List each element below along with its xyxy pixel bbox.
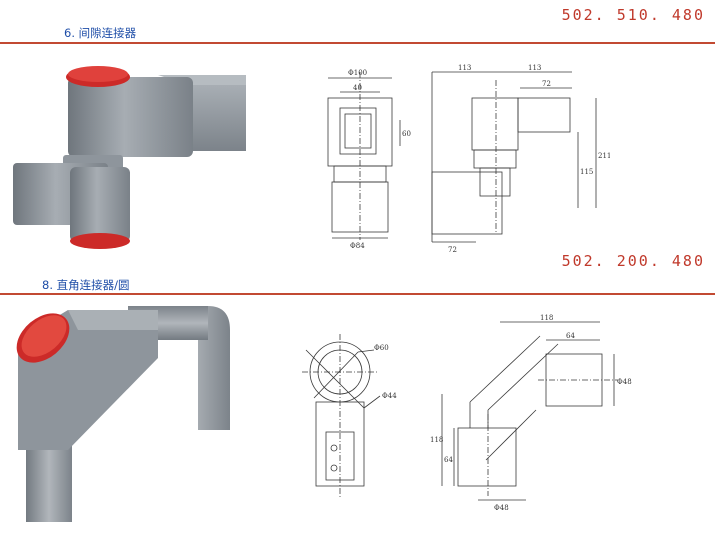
dim-label: 40: [353, 84, 362, 92]
section-title-1: 6. 间隙连接器: [64, 26, 137, 40]
section-divider-1: [0, 42, 715, 44]
section-title-2: 8. 直角连接器/圆: [42, 278, 130, 292]
gap-connector-front-view: Φ100 40 60 Φ84: [327, 69, 411, 250]
dim-label: 118: [540, 314, 553, 322]
product-code-1: 502. 510. 480: [561, 6, 705, 24]
dim-label: Φ44: [382, 392, 397, 400]
dim-label: Φ48: [617, 378, 632, 386]
dim-label: 64: [444, 456, 453, 464]
right-angle-connector-side-view: 118 64 Φ48 118 64 Φ48: [430, 314, 632, 512]
dim-label: 118: [430, 436, 443, 444]
product-code-2: 502. 200. 480: [561, 252, 705, 270]
dim-label: Φ84: [350, 242, 365, 250]
dim-label: 72: [448, 246, 457, 254]
dim-label: 64: [566, 332, 575, 340]
dim-label: 115: [580, 168, 593, 176]
section-divider-2: [0, 293, 715, 295]
dim-label: 113: [528, 64, 541, 72]
dim-label: 60: [402, 130, 411, 138]
dim-label: 211: [598, 152, 610, 160]
gap-connector-photo: [13, 66, 246, 249]
dim-label: Φ60: [374, 344, 389, 352]
right-angle-connector-photo: [16, 306, 230, 522]
dim-label: 72: [542, 80, 551, 88]
gap-connector-side-view: 113 113 72 115 211 72: [431, 64, 610, 254]
dim-label: Φ48: [494, 504, 509, 512]
dim-label: 113: [458, 64, 471, 72]
right-angle-connector-end-view: Φ60 Φ44: [302, 334, 397, 498]
dim-label: Φ100: [348, 69, 367, 77]
